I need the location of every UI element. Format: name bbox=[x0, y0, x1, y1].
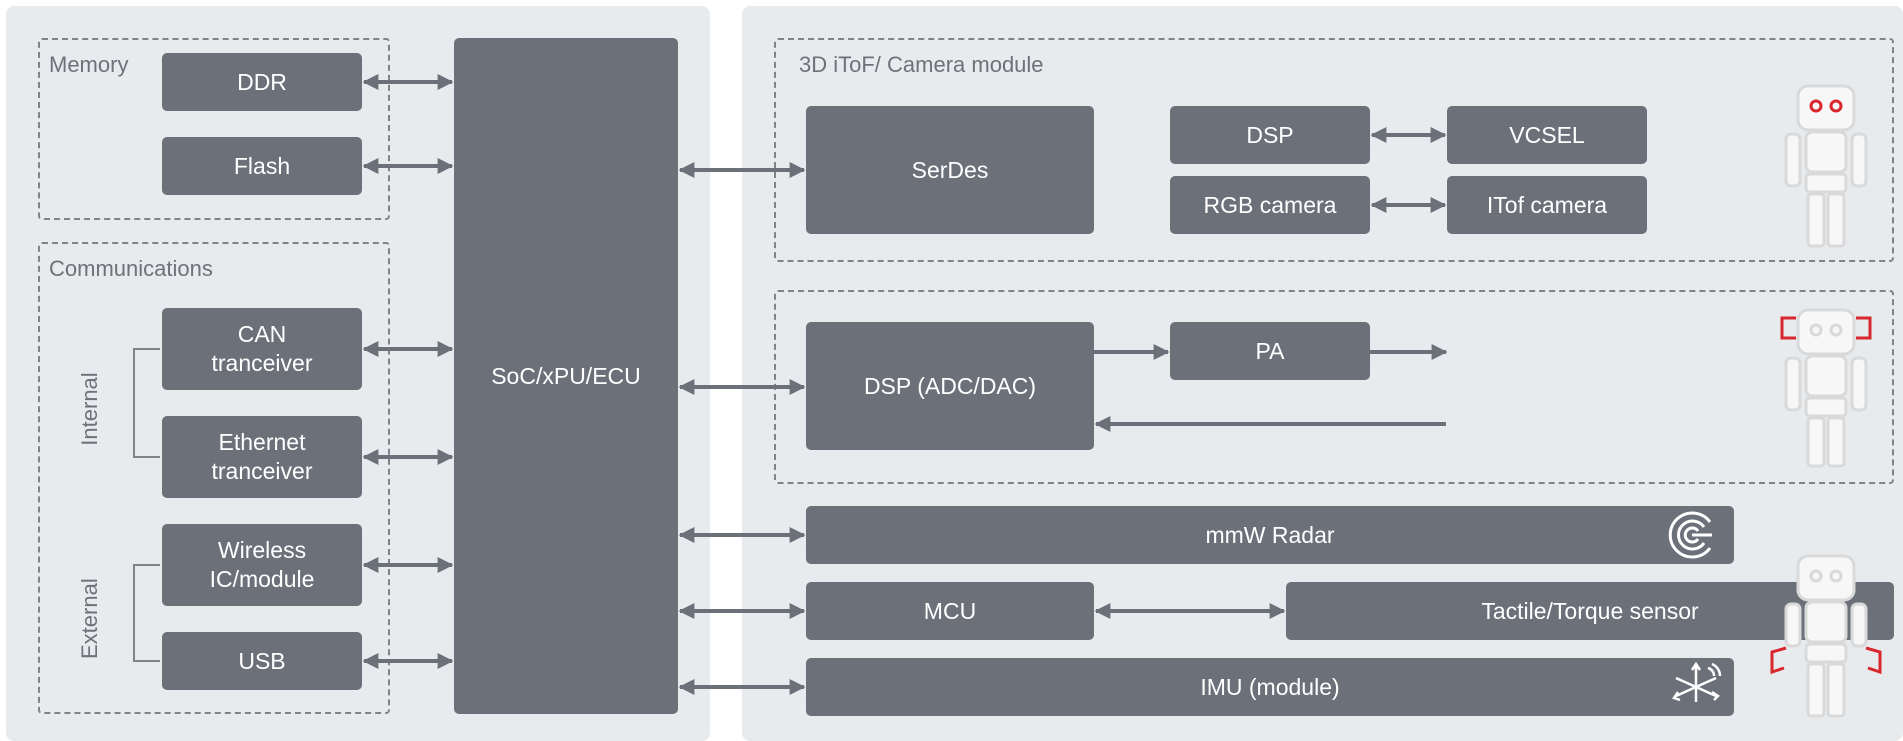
soc-block[interactable]: SoC/xPU/ECU bbox=[454, 38, 678, 714]
robot-ears-icon bbox=[1780, 308, 1872, 468]
imu-block[interactable]: IMU (module) bbox=[806, 658, 1734, 716]
internal-bracket bbox=[133, 348, 160, 458]
imu-label: IMU (module) bbox=[1200, 673, 1340, 700]
robot-hands-icon bbox=[1770, 554, 1882, 718]
can-transceiver-block[interactable]: CAN tranceiver bbox=[162, 308, 362, 390]
usb-block[interactable]: USB bbox=[162, 632, 362, 690]
camera-dsp-block[interactable]: DSP bbox=[1170, 106, 1370, 164]
communications-group-label: Communications bbox=[49, 256, 213, 281]
ddr-label: DDR bbox=[237, 68, 287, 95]
vcsel-block[interactable]: VCSEL bbox=[1447, 106, 1647, 164]
serdes-block[interactable]: SerDes bbox=[806, 106, 1094, 234]
memory-group bbox=[38, 38, 390, 220]
rgb-camera-block[interactable]: RGB camera bbox=[1170, 176, 1370, 234]
ddr-block[interactable]: DDR bbox=[162, 53, 362, 111]
flash-block[interactable]: Flash bbox=[162, 137, 362, 195]
audio-dsp-block[interactable]: DSP (ADC/DAC) bbox=[806, 322, 1094, 450]
pa-label: PA bbox=[1255, 337, 1285, 364]
flash-label: Flash bbox=[233, 152, 291, 179]
communications-group bbox=[38, 242, 390, 714]
itof-camera-label: ITof camera bbox=[1486, 191, 1608, 218]
radar-icon bbox=[1668, 511, 1712, 559]
radar-label: mmW Radar bbox=[1205, 521, 1335, 548]
ethernet-transceiver-block[interactable]: Ethernet tranceiver bbox=[162, 416, 362, 498]
wireless-module-block[interactable]: Wireless IC/module bbox=[162, 524, 362, 606]
camera-module-label: 3D iToF/ Camera module bbox=[799, 52, 1044, 77]
rgb-camera-label: RGB camera bbox=[1203, 191, 1337, 218]
imu-axes-icon bbox=[1672, 661, 1722, 702]
pa-block[interactable]: PA bbox=[1170, 322, 1370, 380]
camera-dsp-label: DSP bbox=[1246, 121, 1294, 148]
wireless-module-label: Wireless IC/module bbox=[209, 537, 315, 592]
memory-group-label: Memory bbox=[49, 52, 129, 77]
tactile-sensor-label: Tactile/Torque sensor bbox=[1481, 597, 1699, 624]
mcu-block[interactable]: MCU bbox=[806, 582, 1094, 640]
usb-label: USB bbox=[238, 647, 286, 674]
itof-camera-block[interactable]: ITof camera bbox=[1447, 176, 1647, 234]
soc-label: SoC/xPU/ECU bbox=[491, 362, 641, 389]
mcu-label: MCU bbox=[923, 597, 977, 624]
can-transceiver-label: CAN tranceiver bbox=[211, 321, 313, 376]
robot-eyes-icon bbox=[1784, 84, 1868, 248]
audio-dsp-label: DSP (ADC/DAC) bbox=[863, 372, 1037, 399]
external-bracket bbox=[133, 564, 160, 662]
camera-module-group bbox=[774, 38, 1894, 262]
serdes-label: SerDes bbox=[911, 156, 989, 183]
radar-block[interactable]: mmW Radar bbox=[806, 506, 1734, 564]
vcsel-label: VCSEL bbox=[1509, 121, 1585, 148]
ethernet-transceiver-label: Ethernet tranceiver bbox=[211, 429, 313, 484]
